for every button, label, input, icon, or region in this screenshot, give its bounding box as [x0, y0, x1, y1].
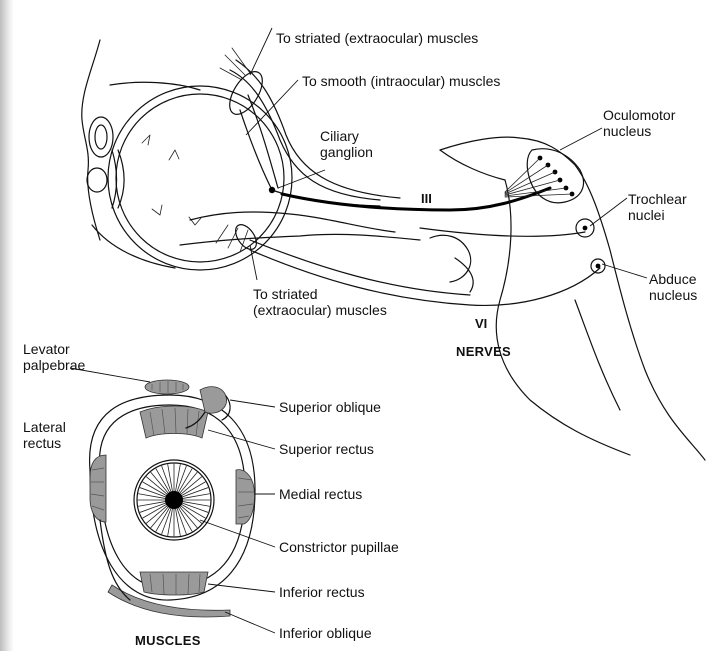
inferior-oblique-muscle [100, 520, 230, 617]
label-nerve-six: VI [475, 316, 487, 332]
pupil-iris [134, 460, 214, 540]
label-oculomotor-nucleus: Oculomotor nucleus [603, 107, 675, 139]
label-ciliary-ganglion: Ciliary ganglion [320, 128, 373, 160]
label-trochlear-nuclei: Trochlear nuclei [628, 191, 687, 223]
iris-ray [177, 508, 186, 533]
ciliary-ganglion-dot [269, 187, 275, 193]
oculomotor-nucleus-group [505, 149, 584, 203]
label-smooth-muscles: To smooth (intraocular) muscles [302, 73, 500, 89]
ganglion-ovals [223, 66, 269, 253]
levator-palpebrae-muscle [145, 380, 189, 394]
label-inferior-oblique: Inferior oblique [279, 625, 372, 641]
iris-ray [182, 488, 207, 497]
label-levator-palpebrae: Levator palpebrae [23, 341, 85, 373]
nerves-section-title: NERVES [456, 344, 511, 360]
iris-ray [168, 465, 173, 492]
iris-ray [139, 494, 166, 499]
superior-rectus-muscle [140, 406, 208, 438]
abducens-nucleus [591, 259, 605, 273]
iris-ray [162, 508, 171, 533]
label-abducens-nucleus: Abduce nucleus [649, 271, 697, 303]
iris-ray [140, 488, 165, 497]
iris-ray [140, 503, 165, 512]
iris-ray [182, 503, 207, 512]
inferior-rectus-muscle [140, 572, 208, 595]
medial-rectus-muscle [236, 470, 255, 524]
label-inferior-rectus: Inferior rectus [279, 584, 365, 600]
iris-ray [139, 502, 166, 507]
iris-ray [168, 509, 173, 536]
eyelid-shapes [87, 117, 113, 192]
label-medial-rectus: Medial rectus [279, 486, 362, 502]
label-striated-upper: To striated (extraocular) muscles [276, 30, 478, 46]
label-striated-lower: To striated (extraocular) muscles [253, 286, 387, 318]
orbit-and-skull-outline [82, 40, 200, 268]
iris-ray [176, 465, 181, 492]
label-nerve-three: III [421, 191, 432, 207]
label-constrictor-pupillae: Constrictor pupillae [279, 539, 399, 555]
iris-ray [176, 509, 181, 536]
label-superior-oblique: Superior oblique [279, 399, 381, 415]
lateral-rectus-muscle [90, 455, 106, 522]
muscles-section-title: MUSCLES [135, 633, 201, 649]
iris-ray [162, 466, 171, 491]
iris-ray [183, 502, 210, 507]
iris-ray [183, 494, 210, 499]
trochlear-nucleus [576, 219, 594, 237]
iris-ray [177, 466, 186, 491]
label-lateral-rectus: Lateral rectus [23, 419, 66, 451]
label-superior-rectus: Superior rectus [279, 441, 374, 457]
